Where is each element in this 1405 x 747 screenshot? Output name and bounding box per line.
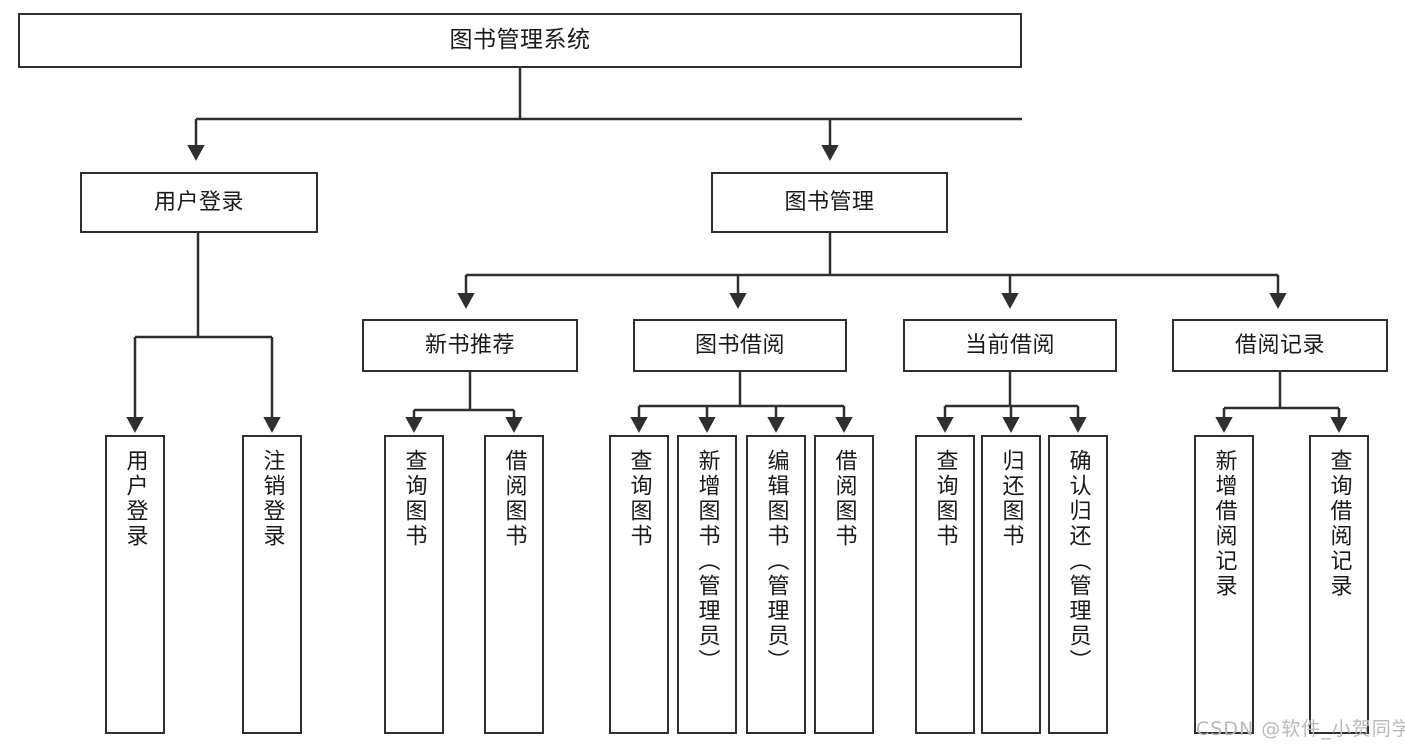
leaf-current-borrow-return[interactable]: 归还图书 <box>981 435 1041 734</box>
node-label: 归还图书 <box>998 449 1024 549</box>
node-label: 查询图书 <box>626 449 652 549</box>
node-label: 用户登录 <box>122 449 148 549</box>
leaf-current-borrow-query[interactable]: 查询图书 <box>915 435 975 734</box>
node-label: 新增图书（管理员） <box>694 449 720 674</box>
node-label: 图书管理 <box>784 189 875 215</box>
leaf-current-borrow-confirm-return[interactable]: 确认归还（管理员） <box>1048 435 1108 734</box>
leaf-borrow-record-query[interactable]: 查询借阅记录 <box>1309 435 1369 734</box>
leaf-user-login-logout[interactable]: 注销登录 <box>242 435 302 734</box>
node-label: 图书借阅 <box>694 332 785 358</box>
node-new-book-recommend[interactable]: 新书推荐 <box>362 319 578 372</box>
node-label: 查询借阅记录 <box>1326 449 1352 599</box>
node-label: 用户登录 <box>153 189 244 215</box>
node-borrow-record[interactable]: 借阅记录 <box>1172 319 1388 372</box>
node-book-manage[interactable]: 图书管理 <box>711 172 948 233</box>
leaf-book-borrow-query[interactable]: 查询图书 <box>609 435 669 734</box>
node-user-login[interactable]: 用户登录 <box>80 172 318 233</box>
node-label: 新书推荐 <box>424 332 515 358</box>
leaf-book-borrow-edit[interactable]: 编辑图书（管理员） <box>746 435 806 734</box>
node-root-system[interactable]: 图书管理系统 <box>18 13 1022 68</box>
node-label: 借阅记录 <box>1234 332 1325 358</box>
watermark-text: CSDN @软件_小贺同学 <box>1196 718 1405 740</box>
leaf-borrow-record-add[interactable]: 新增借阅记录 <box>1194 435 1254 734</box>
node-label: 查询图书 <box>932 449 958 549</box>
leaf-user-login-login[interactable]: 用户登录 <box>105 435 165 734</box>
node-book-borrow[interactable]: 图书借阅 <box>633 319 847 372</box>
node-label: 编辑图书（管理员） <box>763 449 789 674</box>
node-label: 注销登录 <box>259 449 285 549</box>
node-label: 图书管理系统 <box>449 27 591 54</box>
node-label: 借阅图书 <box>501 449 527 549</box>
leaf-book-borrow-add[interactable]: 新增图书（管理员） <box>677 435 737 734</box>
node-label: 借阅图书 <box>831 449 857 549</box>
leaf-new-book-borrow[interactable]: 借阅图书 <box>484 435 544 734</box>
node-label: 确认归还（管理员） <box>1065 449 1091 674</box>
node-label: 新增借阅记录 <box>1211 449 1237 599</box>
leaf-new-book-query[interactable]: 查询图书 <box>384 435 444 734</box>
node-label: 查询图书 <box>401 449 427 549</box>
node-current-borrow[interactable]: 当前借阅 <box>903 319 1117 372</box>
node-label: 当前借阅 <box>964 332 1055 358</box>
leaf-book-borrow-borrow[interactable]: 借阅图书 <box>814 435 874 734</box>
